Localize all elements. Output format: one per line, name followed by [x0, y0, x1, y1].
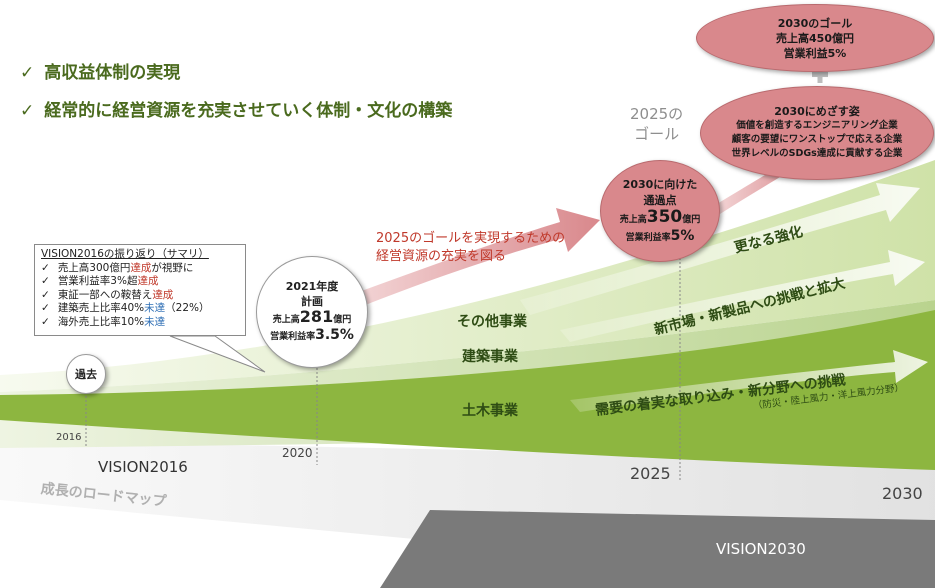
growth-band-civil [0, 310, 935, 470]
review-item: ✓東証一部への鞍替え達成 [41, 288, 174, 301]
vision2030-road [380, 510, 935, 588]
segment-label-construction: 建築事業 [462, 349, 518, 365]
year-2025: 2025 [630, 464, 671, 483]
goal-2030-ellipse: 2030のゴール 売上高450億円 営業利益5% [696, 4, 934, 72]
review-item: ✓海外売上比率10%未達 [41, 315, 166, 328]
vision2016-label: VISION2016 [98, 458, 188, 476]
waypoint-2030-circle: 2030に向けた 通過点 売上高350億円 営業利益率5% [600, 160, 720, 262]
vision2030-label: VISION2030 [716, 540, 806, 558]
year-2016: 2016 [56, 432, 82, 443]
check-icon: ✓ [20, 63, 35, 83]
arrow-new-market [560, 250, 925, 342]
review-title: VISION2016の振り返り（サマリ） [41, 248, 209, 260]
arrow-reinforce [520, 183, 920, 315]
goal-2025-heading: 2025の ゴール [630, 105, 684, 143]
goal-line-1: ✓高収益体制の実現 [20, 63, 181, 83]
check-icon: ✓ [20, 101, 35, 121]
review-item: ✓売上高300億円達成が視野に [41, 261, 194, 274]
plan-2021-circle: 2021年度 計画 売上高281億円 営業利益率3.5% [256, 256, 368, 368]
goal-line-2: ✓経常的に経営資源を充実させていく体制・文化の構築 [20, 101, 453, 121]
segment-label-other: その他事業 [457, 314, 527, 330]
year-2030: 2030 [882, 484, 923, 503]
review-item: ✓営業利益率3%超達成 [41, 275, 159, 287]
vision-2030-ellipse: 2030にめざす姿 価値を創造するエンジニアリング企業 顧客の要望にワンストップ… [700, 86, 934, 180]
vision2016-review-box: VISION2016の振り返り（サマリ） ✓売上高300億円達成が視野に ✓営業… [34, 244, 246, 336]
segment-label-civil: 土木事業 [462, 403, 518, 419]
review-item: ✓建築売上比率40%未達（22%） [41, 302, 210, 314]
arrow-2025-goal [350, 208, 600, 308]
arrow-2025-caption: 2025のゴールを実現するための 経営資源の充実を図る [376, 231, 566, 264]
review-box-pointer [169, 335, 266, 373]
year-2020: 2020 [282, 446, 313, 460]
past-circle: 過去 [66, 354, 106, 394]
arrow-demand [570, 350, 928, 412]
